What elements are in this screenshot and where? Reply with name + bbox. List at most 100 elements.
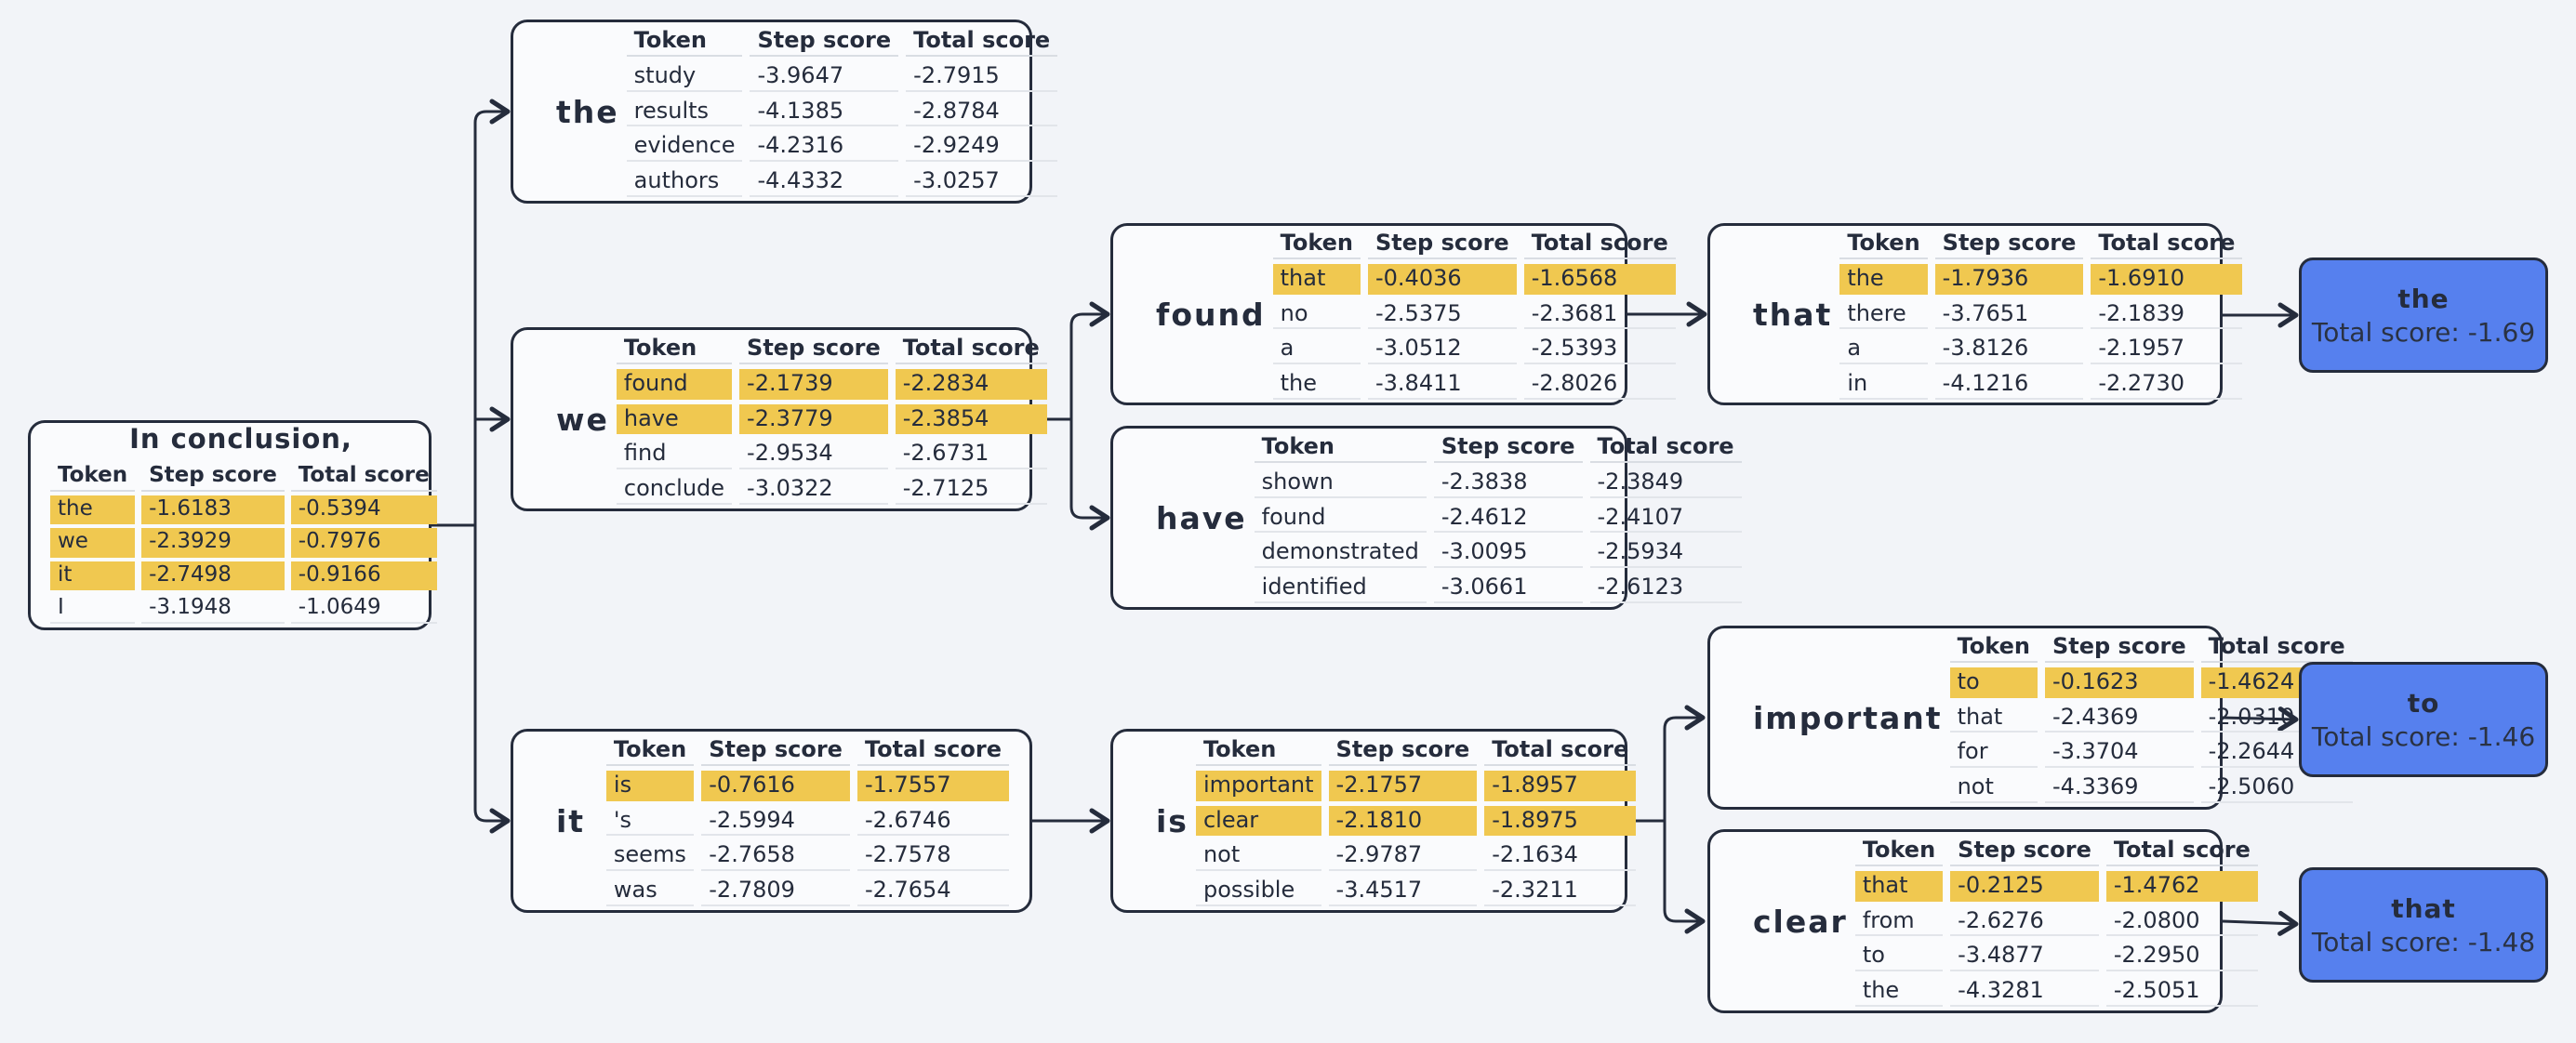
- step-score-cell: -2.4369: [2044, 703, 2194, 733]
- token-row: in-4.1216-2.2730: [1839, 369, 2243, 400]
- token-cell: conclude: [616, 474, 733, 505]
- token-row: for-3.3704-2.2644: [1949, 737, 2353, 769]
- token-cell: found: [1254, 503, 1427, 534]
- step-score-cell: -2.3929: [141, 528, 285, 558]
- token-node-we[interactable]: we Token Step score Total score found-2.…: [511, 327, 1047, 511]
- total-score-cell: -2.5051: [2105, 976, 2258, 1007]
- total-score-cell: -2.5934: [1589, 537, 1742, 569]
- total-score-cell: -2.1839: [2091, 299, 2243, 330]
- step-score-cell: -4.2316: [750, 131, 899, 163]
- token-table: Token Step score Total score that-0.2125…: [1848, 831, 2265, 1011]
- token-cell: not: [1195, 840, 1321, 872]
- token-row: was-2.7809-2.7654: [605, 876, 1009, 906]
- step-score-cell: -3.0322: [739, 474, 888, 505]
- token-row: evidence-4.2316-2.9249: [626, 131, 1058, 163]
- token-row: not-2.9787-2.1634: [1195, 840, 1637, 872]
- total-score-cell: -2.2834: [895, 368, 1047, 400]
- total-score-cell: -2.3211: [1484, 876, 1637, 906]
- step-score-cell: -3.8126: [1934, 334, 2084, 365]
- total-score-cell: -2.7125: [895, 474, 1047, 505]
- col-total-score: Total score: [1589, 432, 1742, 463]
- total-score-cell: -2.3681: [1523, 299, 1676, 330]
- token-cell: the: [1854, 976, 1944, 1007]
- step-score-cell: -2.9534: [739, 439, 888, 470]
- step-score-cell: -0.2125: [1950, 870, 2099, 902]
- col-token: Token: [1839, 229, 1928, 259]
- total-score-cell: -2.8026: [1523, 369, 1676, 400]
- token-row: important-2.1757-1.8957: [1195, 770, 1637, 801]
- token-row: that-0.2125-1.4762: [1854, 870, 2258, 902]
- token-node-found[interactable]: found Token Step score Total score that-…: [1110, 223, 1676, 405]
- token-cell: study: [626, 61, 743, 92]
- col-step-score: Step score: [1433, 432, 1583, 463]
- token-row: is-0.7616-1.7557: [605, 770, 1009, 801]
- col-token: Token: [1854, 836, 1944, 866]
- total-score-cell: -2.2644: [2200, 737, 2353, 769]
- total-score-cell: -2.7578: [856, 840, 1009, 872]
- step-score-cell: -1.7936: [1934, 263, 2084, 295]
- step-score-cell: -1.6183: [141, 495, 285, 525]
- token-cell: shown: [1254, 468, 1427, 498]
- step-score-cell: -3.4877: [1950, 941, 2099, 972]
- col-step-score: Step score: [701, 735, 850, 766]
- token-node-important[interactable]: important Token Step score Total score t…: [1707, 626, 2353, 810]
- token-cell: is: [605, 770, 695, 801]
- total-score-cell: -2.7915: [906, 61, 1058, 92]
- token-cell: in: [1839, 369, 1928, 400]
- col-total-score: Total score: [1523, 229, 1676, 259]
- token-cell: that: [1949, 703, 2038, 733]
- step-score-cell: -3.3704: [2044, 737, 2194, 769]
- token-cell: the: [50, 495, 136, 525]
- result-node-to[interactable]: to Total score: -1.46: [2299, 662, 2548, 777]
- col-token: Token: [1254, 432, 1427, 463]
- result-total-score: Total score: -1.48: [2311, 926, 2536, 957]
- result-node-the[interactable]: the Total score: -1.69: [2299, 257, 2548, 373]
- token-node-it[interactable]: it Token Step score Total score is-0.761…: [511, 729, 1032, 913]
- token-row: found-2.4612-2.4107: [1254, 503, 1742, 534]
- total-score-cell: -1.8957: [1484, 770, 1637, 801]
- step-score-cell: -2.9787: [1328, 840, 1478, 872]
- step-score-cell: -2.7809: [701, 876, 850, 906]
- total-score-cell: -3.0257: [906, 166, 1058, 197]
- token-row: the-3.8411-2.8026: [1272, 369, 1676, 400]
- step-score-cell: -3.8411: [1368, 369, 1517, 400]
- step-score-cell: -2.6276: [1950, 906, 2099, 937]
- token-node-clear[interactable]: clear Token Step score Total score that-…: [1707, 829, 2258, 1013]
- total-score-cell: -2.2950: [2105, 941, 2258, 972]
- token-node-the[interactable]: the Token Step score Total score study-3…: [511, 20, 1058, 204]
- step-score-cell: -2.1739: [739, 368, 888, 400]
- token-node-that[interactable]: that Token Step score Total score the-1.…: [1707, 223, 2243, 405]
- step-score-cell: -3.0095: [1433, 537, 1583, 569]
- token-cell: a: [1839, 334, 1928, 365]
- token-node-is[interactable]: is Token Step score Total score importan…: [1110, 729, 1637, 913]
- token-row: identified-3.0661-2.6123: [1254, 573, 1742, 603]
- token-row: we-2.3929-0.7976: [50, 528, 437, 558]
- root-node[interactable]: In conclusion, Token Step score Total sc…: [28, 420, 437, 630]
- token-cell: not: [1949, 772, 2038, 803]
- total-score-cell: -1.4762: [2105, 870, 2258, 902]
- col-total-score: Total score: [2200, 632, 2353, 663]
- col-total-score: Total score: [895, 334, 1047, 364]
- token-row: authors-4.4332-3.0257: [626, 166, 1058, 197]
- total-score-cell: -2.7654: [856, 876, 1009, 906]
- token-cell: possible: [1195, 876, 1321, 906]
- step-score-cell: -2.5375: [1368, 299, 1517, 330]
- token-row: no-2.5375-2.3681: [1272, 299, 1676, 330]
- token-cell: have: [616, 403, 733, 435]
- total-score-cell: -0.9166: [290, 561, 437, 591]
- token-row: study-3.9647-2.7915: [626, 61, 1058, 92]
- token-row: results-4.1385-2.8784: [626, 97, 1058, 127]
- token-cell: evidence: [626, 131, 743, 163]
- col-token: Token: [1949, 632, 2038, 663]
- col-token: Token: [1272, 229, 1361, 259]
- total-score-cell: -2.2730: [2091, 369, 2243, 400]
- token-node-label: clear: [1753, 903, 1848, 940]
- total-score-cell: -2.5060: [2200, 772, 2353, 803]
- total-score-cell: -2.1634: [1484, 840, 1637, 872]
- total-score-cell: -2.3849: [1589, 468, 1742, 498]
- result-node-that[interactable]: that Total score: -1.48: [2299, 867, 2548, 983]
- step-score-cell: -0.1623: [2044, 667, 2194, 698]
- token-node-have[interactable]: have Token Step score Total score shown-…: [1110, 426, 1742, 610]
- token-row: to-0.1623-1.4624: [1949, 667, 2353, 698]
- col-total-score: Total score: [906, 26, 1058, 57]
